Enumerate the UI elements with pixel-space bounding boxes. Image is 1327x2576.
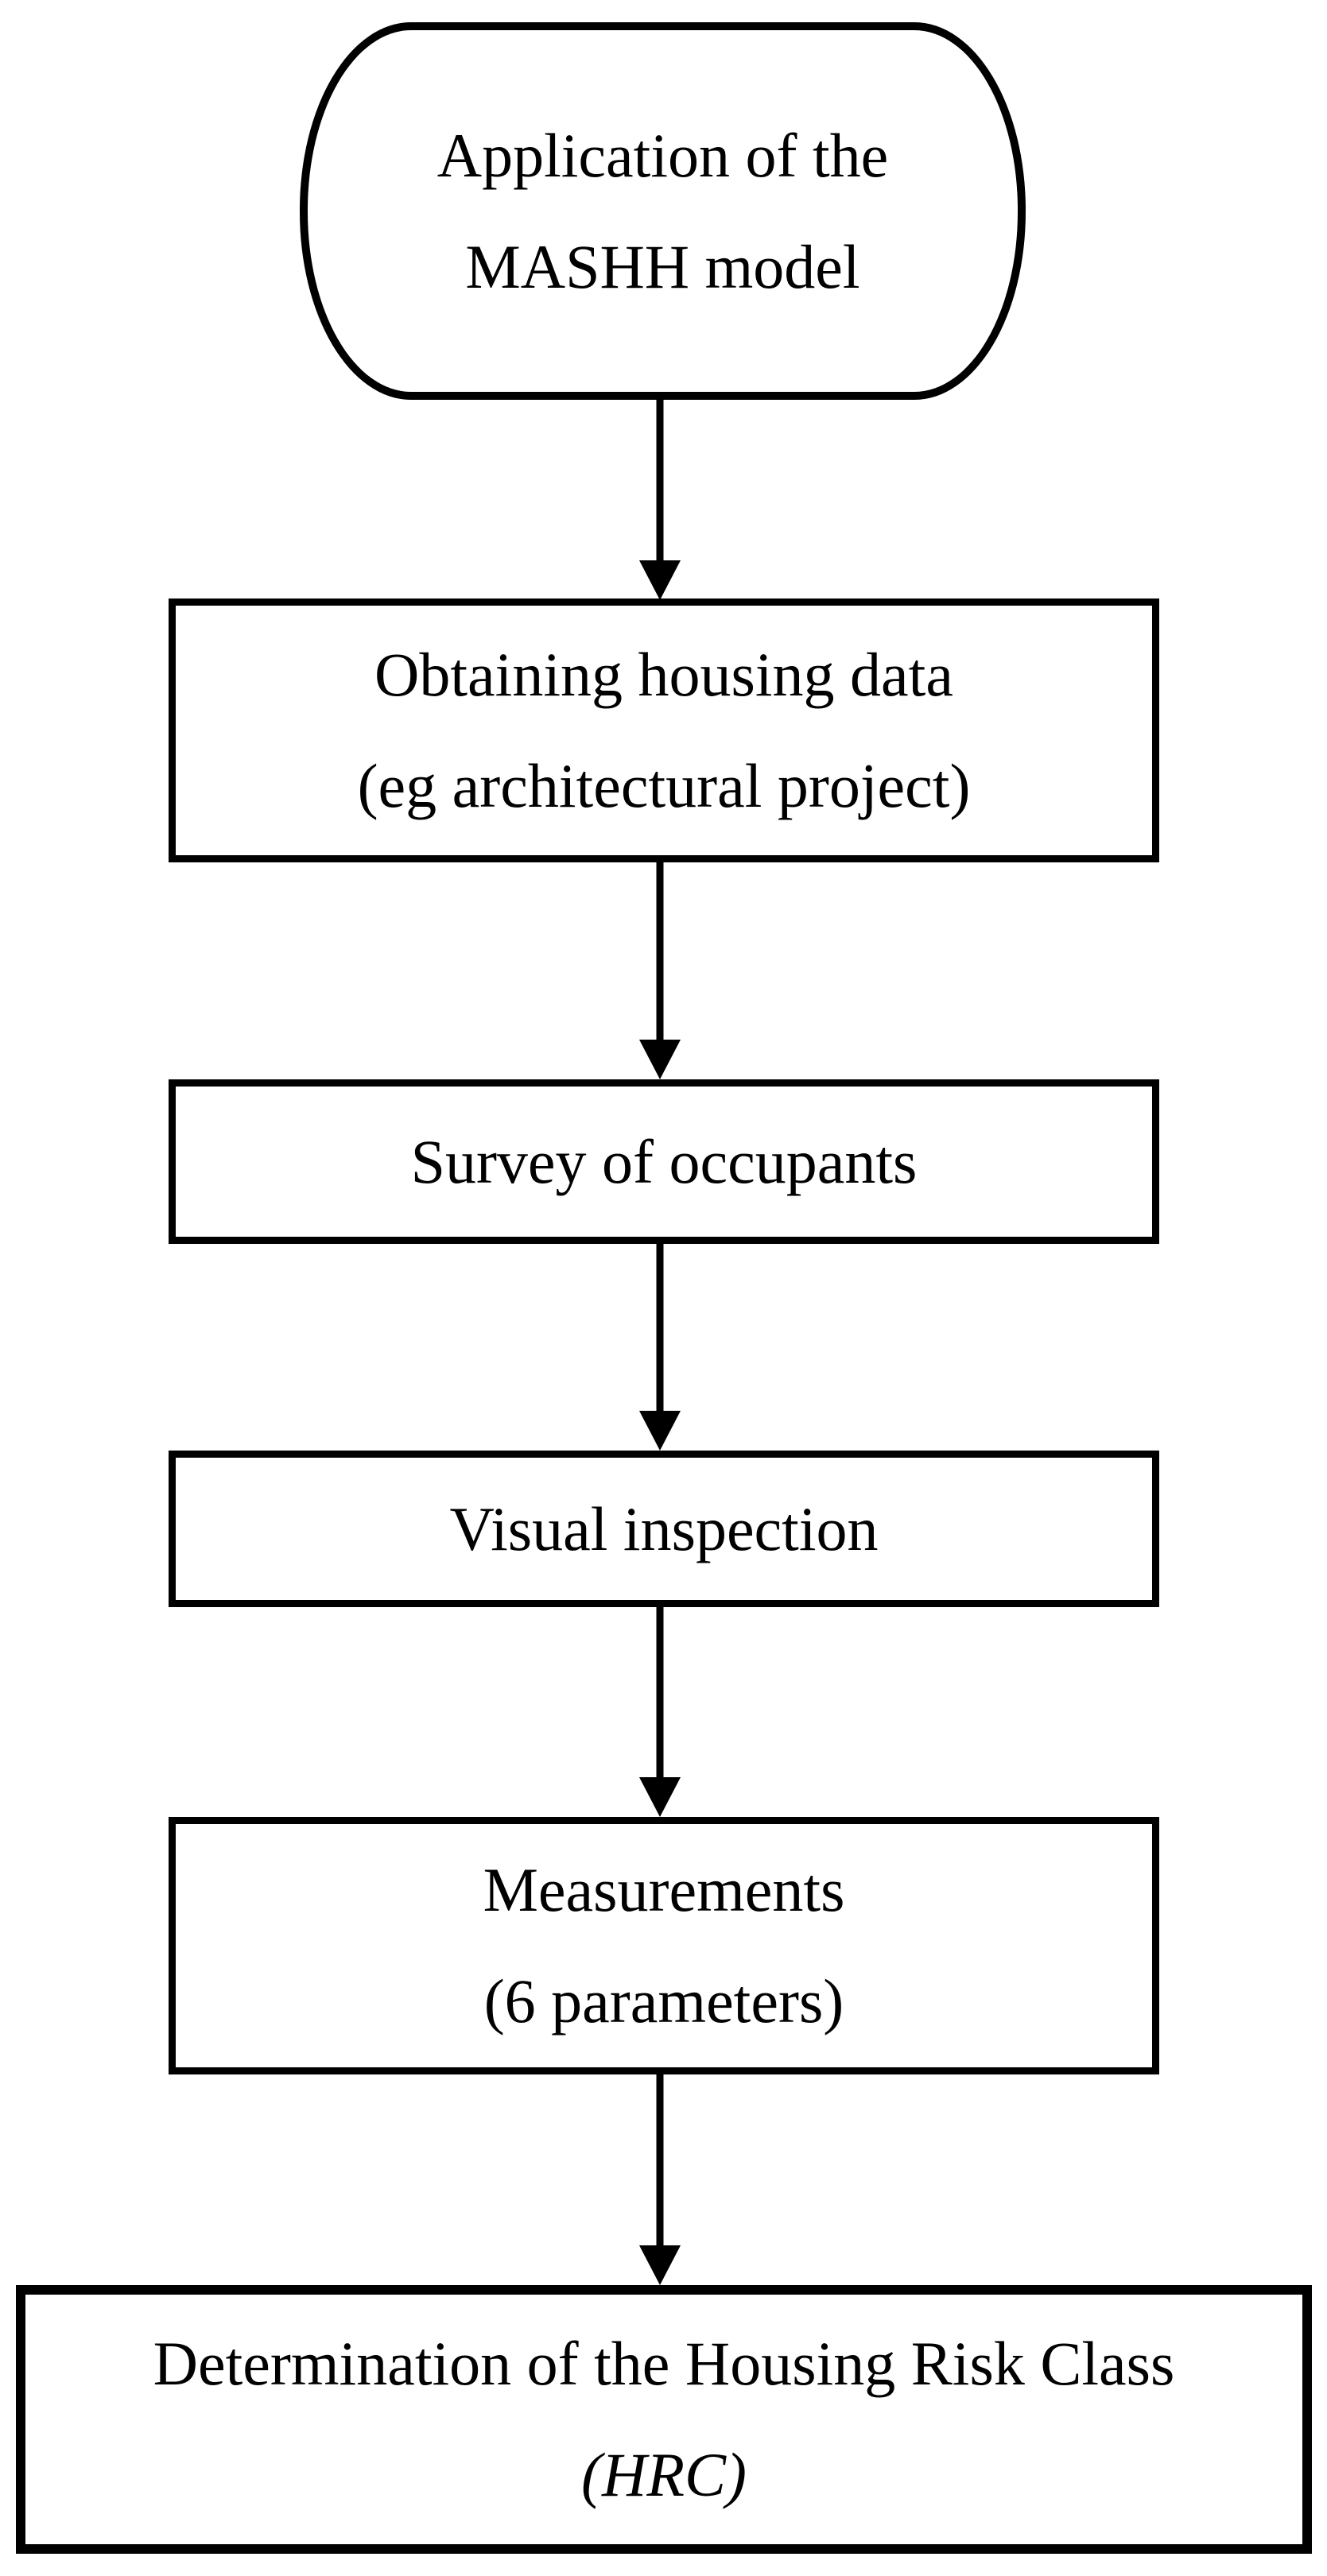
node-label-line: (eg architectural project) [357,751,971,820]
flow-node-measurements: Measurements (6 parameters) [169,1817,1159,2074]
flow-arrow-measurements-to-hrc [639,2074,681,2285]
node-label-line-hrc-italic: (HRC) [581,2440,747,2509]
flow-node-start: Application of the MASHH model [300,22,1026,400]
arrow-shaft [656,862,664,1044]
node-label-line: (6 parameters) [483,1966,844,2036]
flow-arrow-start-to-obtaining-housing-data [639,400,681,600]
node-label-line: Survey of occupants [410,1126,918,1196]
flow-node-obtaining-housing-data: Obtaining housing data (eg architectural… [169,598,1159,862]
arrowhead-icon [639,560,681,600]
flow-arrow-visual-inspection-to-measurements [639,1607,681,1817]
arrowhead-icon [639,2245,681,2285]
arrow-shaft [656,400,664,564]
flow-node-hrc-determination: Determination of the Housing Risk Class … [16,2285,1312,2554]
node-label-line: Visual inspection [449,1493,879,1563]
arrow-shaft [656,1607,664,1781]
arrowhead-icon [639,1040,681,1079]
node-label-line: Determination of the Housing Risk Class [153,2329,1175,2398]
node-label-line: MASHH model [465,231,860,301]
node-label-line: Obtaining housing data [374,640,953,709]
flow-node-visual-inspection: Visual inspection [169,1451,1159,1607]
flow-node-survey-of-occupants: Survey of occupants [169,1079,1159,1244]
node-label-line: Application of the [437,120,889,190]
node-label-line: Measurements [483,1855,845,1924]
flow-arrow-obtaining-housing-data-to-survey [639,862,681,1079]
arrow-shaft [656,2074,664,2249]
arrowhead-icon [639,1777,681,1817]
arrowhead-icon [639,1411,681,1451]
flow-arrow-survey-to-visual-inspection [639,1244,681,1451]
arrow-shaft [656,1244,664,1415]
